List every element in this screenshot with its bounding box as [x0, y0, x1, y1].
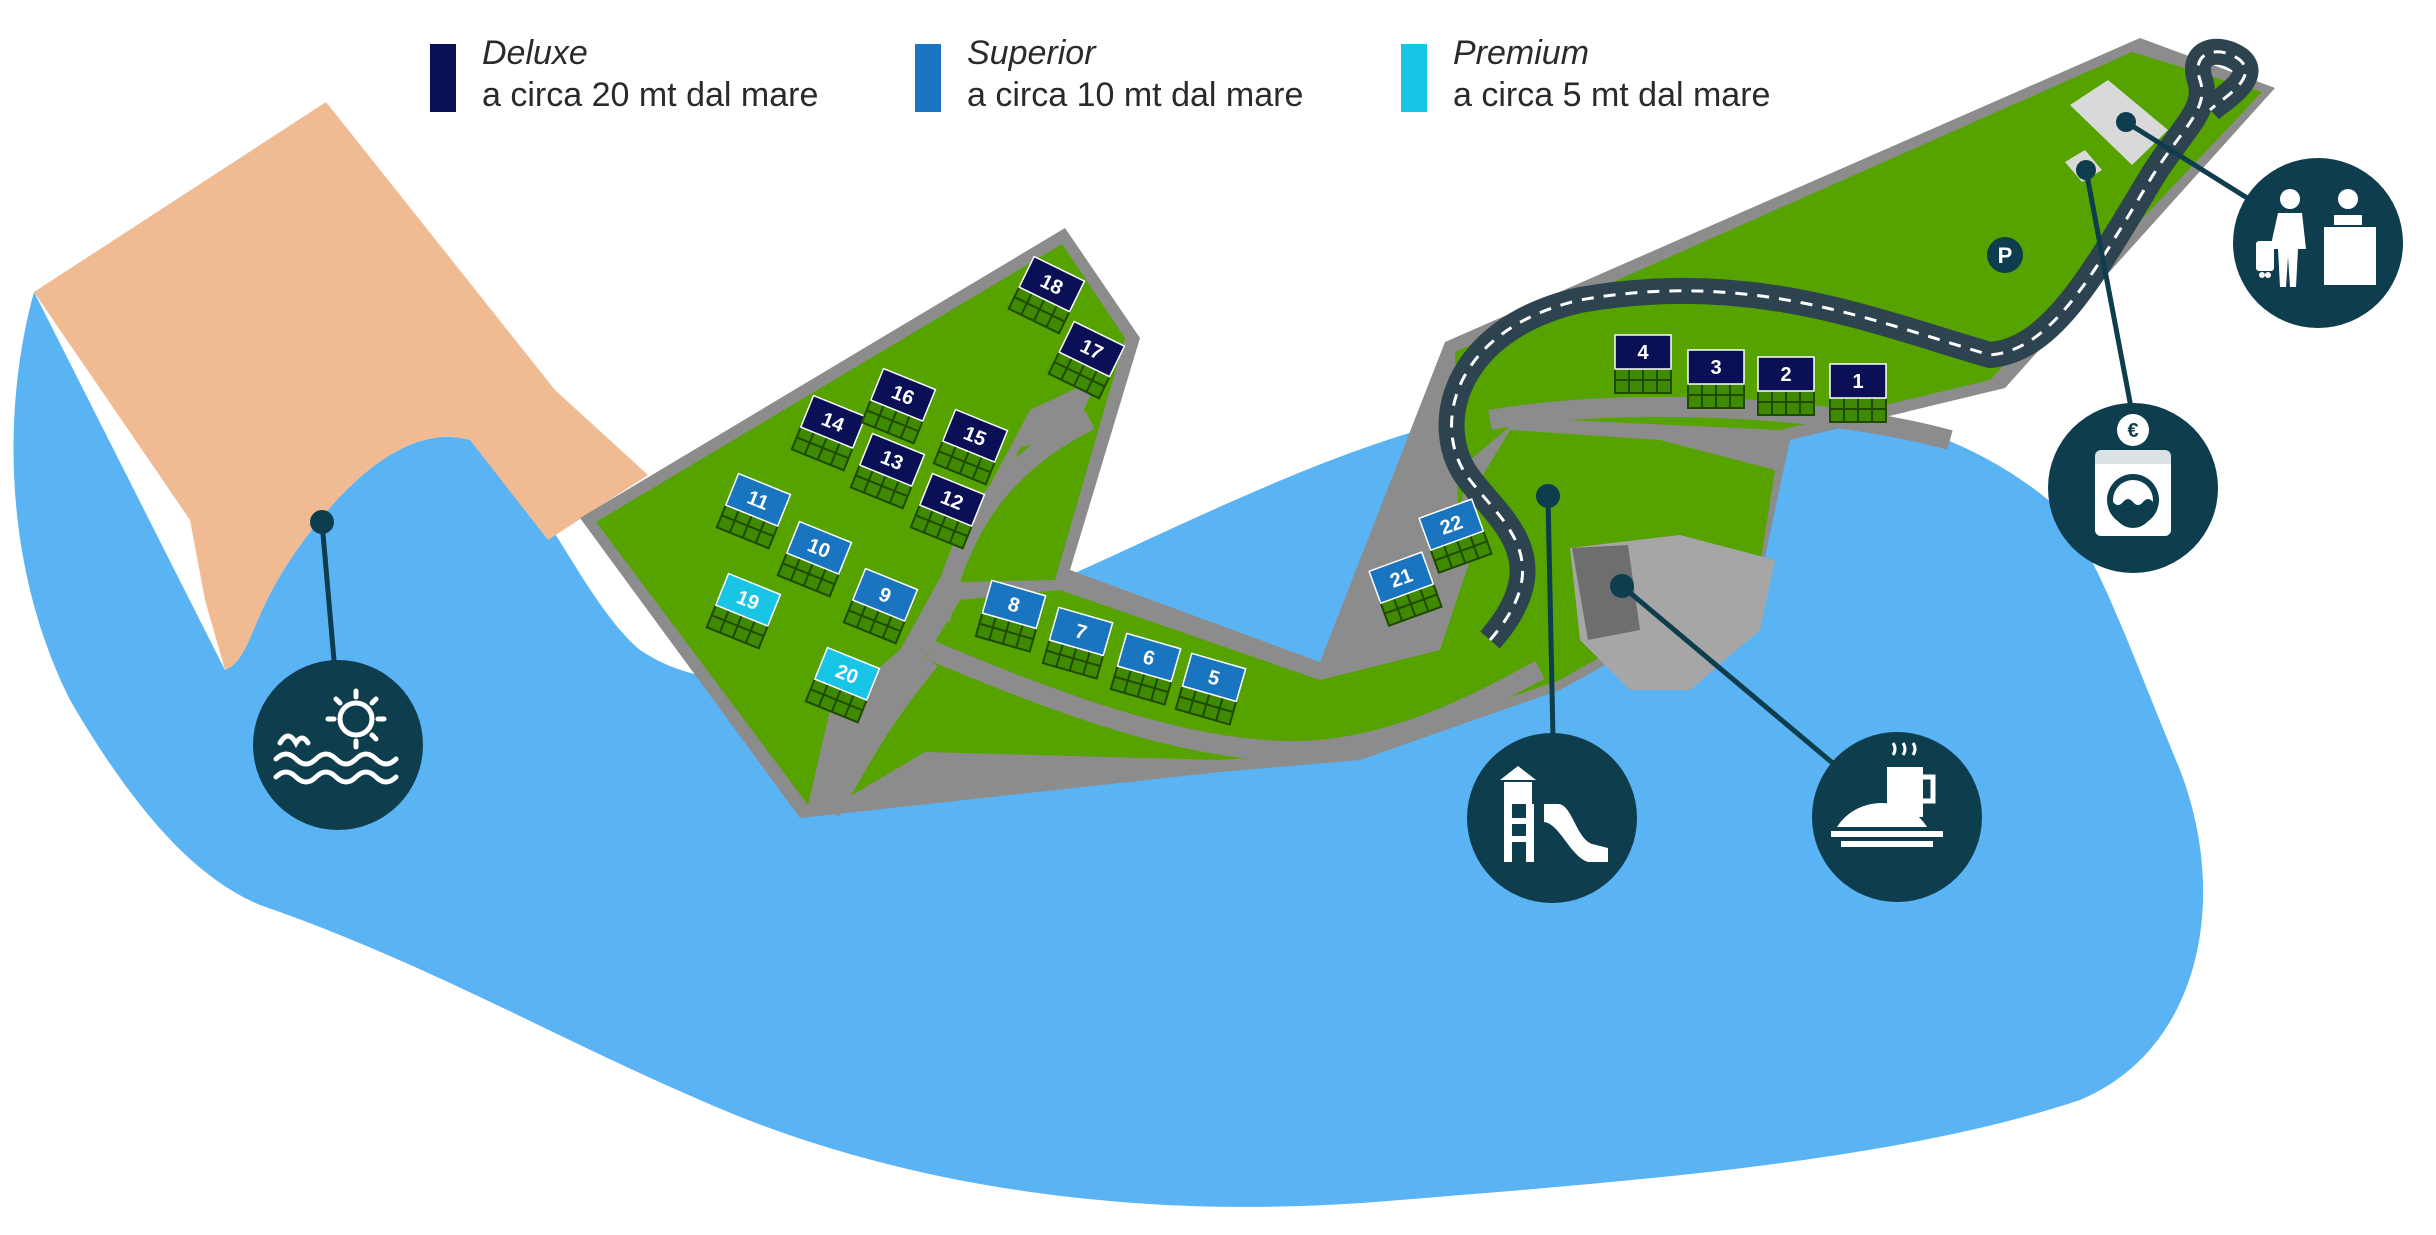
legend-swatch-premium — [1401, 44, 1427, 112]
unit-roof-deluxe — [799, 394, 867, 450]
path-connector — [821, 653, 938, 817]
unit-21[interactable]: 21 — [1368, 551, 1443, 628]
unit-9[interactable]: 9 — [842, 567, 919, 645]
reception-icon — [2256, 189, 2376, 287]
unit-13[interactable]: 13 — [849, 432, 926, 510]
legend-swatch-superior — [915, 44, 941, 112]
legend-title-deluxe: Deluxe — [482, 34, 588, 72]
restaurant-terrace — [1572, 545, 1640, 640]
unit-roof-deluxe — [918, 472, 986, 528]
unit-11[interactable]: 11 — [715, 472, 792, 550]
unit-roof-superior — [1116, 632, 1182, 683]
unit-label: 4 — [1637, 342, 1649, 364]
path-west — [930, 411, 1095, 622]
unit-label: 1 — [1852, 371, 1863, 393]
svg-text:€: € — [2127, 420, 2138, 442]
unit-roof-deluxe — [1614, 334, 1672, 370]
unit-roof-premium — [714, 572, 782, 628]
unit-18[interactable]: 18 — [1007, 255, 1086, 335]
road-centerline — [1450, 50, 2247, 641]
unit-roof-premium — [813, 646, 881, 702]
unit-roof-deluxe — [941, 408, 1009, 464]
unit-roof-deluxe — [1018, 255, 1086, 313]
unit-14[interactable]: 14 — [790, 394, 867, 472]
reception-poi[interactable] — [2233, 158, 2403, 328]
unit-15[interactable]: 15 — [932, 408, 1009, 486]
unit-roof-superior — [785, 520, 853, 576]
unit-roof-superior — [1048, 606, 1114, 657]
beach — [34, 102, 648, 670]
unit-roof-superior — [724, 472, 792, 528]
playground-icon — [1500, 766, 1608, 862]
unit-12[interactable]: 12 — [909, 472, 986, 550]
unit-label: 2 — [1780, 364, 1791, 386]
unit-7[interactable]: 7 — [1041, 606, 1114, 680]
beach-poi[interactable] — [253, 660, 423, 830]
unit-roof-deluxe — [1058, 320, 1126, 378]
unit-20[interactable]: 20 — [804, 646, 881, 724]
unit-3[interactable]: 3 — [1687, 349, 1745, 409]
legend-swatch-deluxe — [430, 44, 456, 112]
beach-icon — [273, 688, 399, 785]
laundry-icon: € — [2095, 414, 2171, 536]
unit-10[interactable]: 10 — [776, 520, 853, 598]
unit-roof-superior — [851, 567, 919, 623]
parking-marker: P — [1987, 237, 2023, 273]
legend-title-superior: Superior — [967, 34, 1096, 72]
parking-label: P — [1998, 243, 2013, 268]
legend-desc-superior: a circa 10 mt dal mare — [967, 76, 1304, 114]
unit-roof-superior — [1181, 652, 1247, 703]
unit-roof-superior — [1418, 498, 1485, 552]
unit-roof-deluxe — [1687, 349, 1745, 385]
unit-22[interactable]: 22 — [1418, 498, 1493, 575]
grass-west — [596, 244, 1125, 805]
unit-roof-superior — [981, 579, 1047, 630]
unit-4[interactable]: 4 — [1614, 334, 1672, 394]
unit-5[interactable]: 5 — [1174, 652, 1247, 726]
laundry-poi[interactable]: € — [2048, 403, 2218, 573]
legend-desc-deluxe: a circa 20 mt dal mare — [482, 76, 819, 114]
unit-roof-deluxe — [1829, 363, 1887, 399]
restaurant-poi[interactable] — [1812, 732, 1982, 902]
unit-roof-superior — [1368, 551, 1435, 605]
restaurant-icon — [1831, 742, 1943, 847]
unit-roof-deluxe — [1757, 356, 1815, 392]
unit-19[interactable]: 19 — [705, 572, 782, 650]
playground-poi[interactable] — [1467, 733, 1637, 903]
path-south — [926, 640, 1545, 762]
unit-1[interactable]: 1 — [1829, 363, 1887, 423]
legend-title-premium: Premium — [1453, 34, 1590, 72]
unit-roof-deluxe — [869, 367, 937, 423]
unit-8[interactable]: 8 — [974, 579, 1047, 653]
unit-17[interactable]: 17 — [1047, 320, 1126, 400]
leader-dots — [310, 112, 2136, 598]
unit-label: 3 — [1710, 357, 1721, 379]
unit-6[interactable]: 6 — [1109, 632, 1182, 706]
legend-desc-premium: a circa 5 mt dal mare — [1453, 76, 1771, 114]
unit-2[interactable]: 2 — [1757, 356, 1815, 416]
unit-16[interactable]: 16 — [860, 367, 937, 445]
unit-roof-deluxe — [858, 432, 926, 488]
